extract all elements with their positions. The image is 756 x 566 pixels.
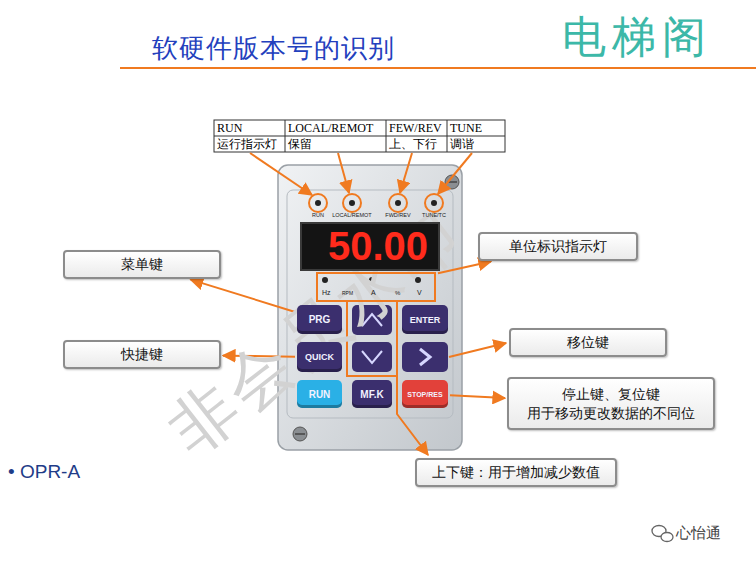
table-cell: 上、下行 [389,137,437,151]
node-text: PRG [309,314,331,325]
table-cell: 保留 [288,137,312,151]
led-label: FWD/REV [385,212,410,218]
node-text: 50.00 [328,224,428,269]
indicator-table [214,120,505,152]
brand-logo: 电梯阁 [562,8,712,67]
unit-label: Hz [322,289,331,296]
unit-label: V [417,289,422,296]
unit-indicator-group: Hz RPM A% V [316,272,436,302]
key-button: QUICK [297,342,342,372]
node-text: 快捷键 [121,345,163,364]
table-cell: 调谐 [450,137,474,151]
led-label: RUN [312,212,324,218]
unit-label: % [395,290,400,296]
table-cell: TUNE [450,121,482,135]
key-button: STOP/RES [402,380,448,408]
key-button: ENTER [402,305,448,334]
node-text: QUICK [305,352,334,362]
node-text: 上下键：用于增加减少数值 [432,463,600,482]
leader-line [397,343,506,455]
callout-box: 菜单键 [63,250,221,279]
lcd-display: 50.00 [300,222,440,271]
source-name: 心怡通 [676,524,721,543]
node-text: RUN [309,389,331,400]
node-text: 停止键、复位键 用于移动更改数据的不同位 [515,385,707,423]
led-label: LOCAL/REMOT [332,212,371,218]
callout-arrow [450,395,505,398]
table-cell: RUN [217,121,242,135]
node-text: STOP/RES [407,391,442,398]
node-text: 单位标识指示灯 [509,237,607,256]
node-text: 菜单键 [121,255,163,274]
node-text: MF.K [360,389,383,400]
header-rule [120,67,756,69]
callout-box: 移位键 [509,328,667,357]
leader-line [250,153,472,195]
led-label: TUNE/TC [422,212,446,218]
table-cell: 运行指示灯 [217,137,277,151]
bullet-note: • OPR-A [8,461,80,483]
unit-label: A [371,289,376,296]
key-button: PRG [297,305,342,334]
node-text: 移位键 [567,333,609,352]
key-button: RUN [297,380,342,408]
table-cell: FEW/REV [389,121,442,135]
key-button: MF.K [352,380,392,408]
table-cell: LOCAL/REMOT [288,121,373,135]
callout-box: 单位标识指示灯 [478,232,638,261]
page-title: 软硬件版本号的识别 [152,31,395,66]
wechat-icon [652,526,673,542]
callout-box: 快捷键 [63,340,221,369]
callout-box: 停止键、复位键 用于移动更改数据的不同位 [507,377,715,430]
callout-box: 上下键：用于增加减少数值 [415,458,617,487]
unit-label: RPM [342,291,353,296]
node-text: ENTER [410,315,441,325]
